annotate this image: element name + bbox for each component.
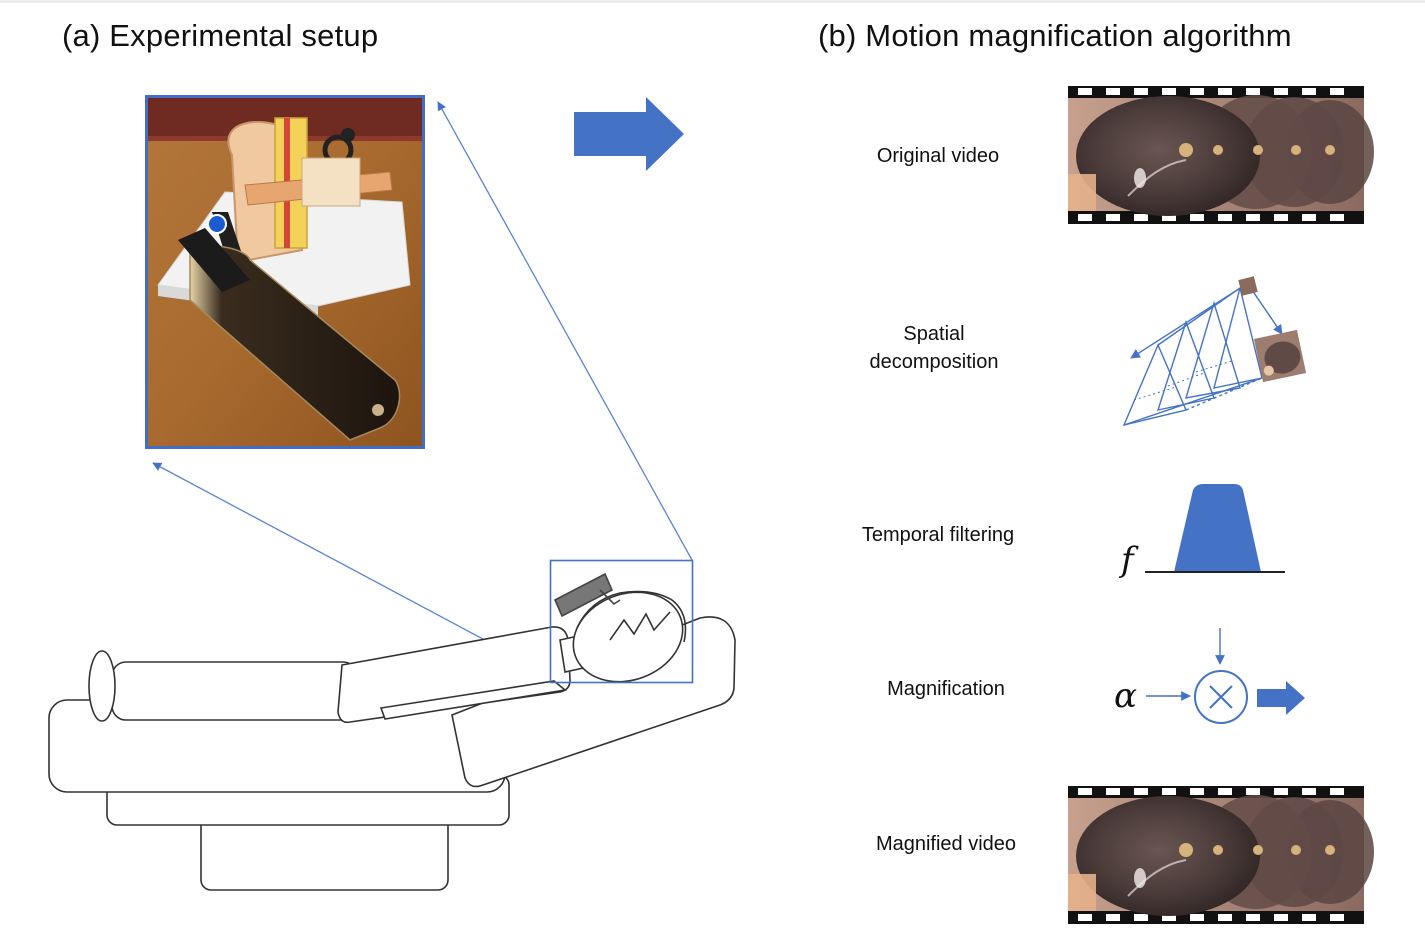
- pyramid-small-thumbnail: [1238, 276, 1258, 296]
- patient-hair: [576, 590, 687, 643]
- output-arrow-icon: [1257, 681, 1305, 715]
- zoom-line-upper: [437, 101, 693, 561]
- original-video-filmstrip: [1068, 86, 1374, 224]
- camera-phone-icon: [178, 228, 401, 441]
- label-magnification: Magnification: [887, 678, 1005, 700]
- label-temporal-filtering: Temporal filtering: [861, 524, 1015, 546]
- pyramid-large-thumbnail: [1253, 329, 1307, 383]
- label-magnified-video: Magnified video: [875, 833, 1017, 855]
- label-spatial-decomposition: Spatial decomposition: [834, 320, 1034, 376]
- zoom-box: [549, 559, 694, 684]
- label-original-video: Original video: [876, 145, 1000, 167]
- panel-b-title: (b) Motion magnification algorithm: [818, 18, 1292, 53]
- otoscope-device: [553, 572, 614, 618]
- otoscope-probe: [599, 589, 621, 606]
- multiply-circle-icon: [1194, 670, 1248, 724]
- table-base: [200, 814, 449, 891]
- label-spatial-line1: Spatial: [903, 323, 965, 345]
- magnified-video-filmstrip: [1068, 786, 1374, 924]
- photo-frame: [145, 95, 425, 449]
- patient-arm: [379, 680, 567, 720]
- alpha-symbol: α: [1114, 676, 1137, 716]
- label-spatial-line2: decomposition: [869, 351, 999, 373]
- patient-legs: [111, 661, 358, 721]
- right-arrow-icon: [574, 97, 684, 171]
- patient-drawing: [48, 572, 736, 891]
- patient-head: [572, 591, 684, 683]
- spatial-pyramid: [1122, 284, 1283, 427]
- patient-feet: [88, 650, 116, 722]
- experiment-photo: [148, 98, 422, 446]
- frequency-symbol: f: [1121, 540, 1134, 580]
- panel-a-title: (a) Experimental setup: [62, 18, 379, 53]
- bandpass-filter-shape: [1174, 484, 1261, 572]
